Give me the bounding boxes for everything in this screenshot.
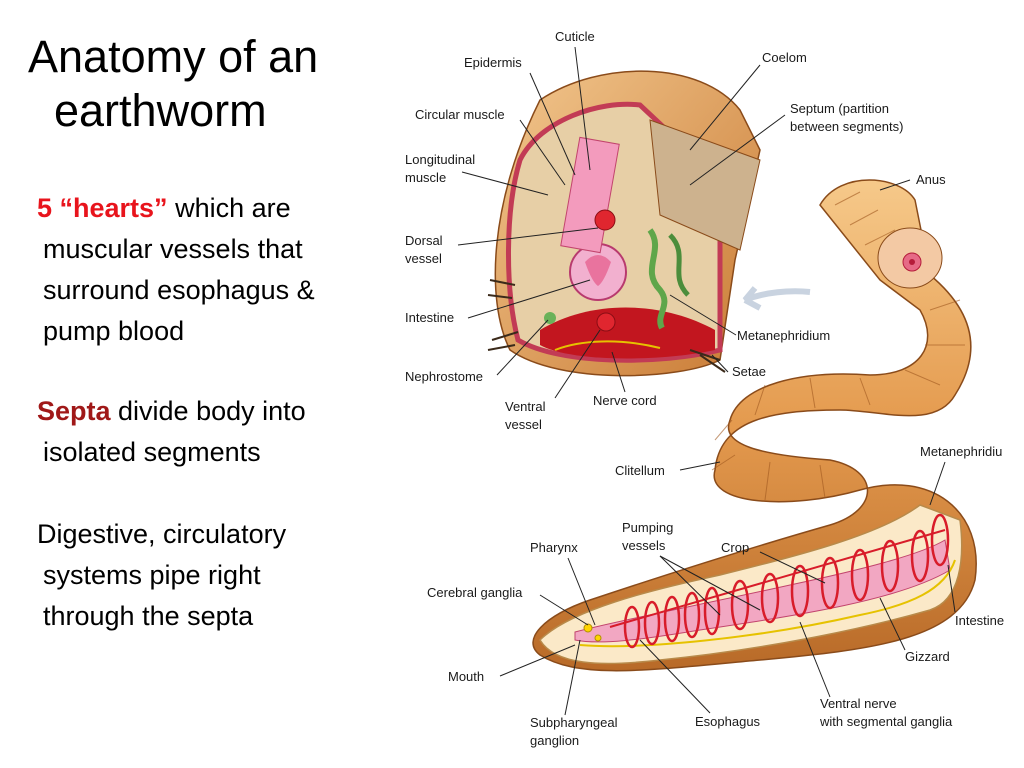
- label-intestine-bottom: Intestine: [955, 613, 1004, 628]
- septa-paragraph: Septa divide body into isolated segments: [37, 391, 397, 473]
- hearts-paragraph: 5 “hearts” which are muscular vessels th…: [37, 188, 397, 352]
- cross-section: [487, 70, 811, 377]
- label-nephrostome: Nephrostome: [405, 369, 483, 384]
- label-longitudinal-2: muscle: [405, 170, 446, 185]
- label-crop: Crop: [721, 540, 749, 555]
- label-septum-2: between segments): [790, 119, 903, 134]
- systems-paragraph: Digestive, circulatory systems pipe righ…: [37, 514, 397, 637]
- label-metanephridium-top: Metanephridium: [737, 328, 830, 343]
- label-gizzard: Gizzard: [905, 649, 950, 664]
- label-anus: Anus: [916, 172, 946, 187]
- label-dorsal-2: vessel: [405, 251, 442, 266]
- label-ventral-2: vessel: [505, 417, 542, 432]
- label-ventral-1: Ventral: [505, 399, 546, 414]
- worm-dissection: [539, 504, 963, 665]
- label-setae: Setae: [732, 364, 766, 379]
- septa-emphasis: Septa: [37, 396, 111, 426]
- label-clitellum: Clitellum: [615, 463, 665, 478]
- label-cuticle: Cuticle: [555, 29, 595, 44]
- label-pumping-1: Pumping: [622, 520, 673, 535]
- label-ventral-nerve-2: with segmental ganglia: [819, 714, 953, 729]
- leader-lines: [457, 46, 956, 716]
- label-mouth: Mouth: [448, 669, 484, 684]
- label-coelom: Coelom: [762, 50, 807, 65]
- hearts-emphasis: 5 “hearts”: [37, 193, 168, 223]
- label-intestine-top: Intestine: [405, 310, 454, 325]
- label-nerve-cord: Nerve cord: [593, 393, 657, 408]
- systems-line-1: Digestive, circulatory: [37, 519, 287, 549]
- septa-text: divide body into: [110, 396, 306, 426]
- hearts-line-4: pump blood: [43, 316, 185, 346]
- title-line-1: Anatomy of an: [28, 31, 319, 82]
- label-cerebral-ganglia: Cerebral ganglia: [427, 585, 523, 600]
- label-circular-muscle: Circular muscle: [415, 107, 505, 122]
- label-ventral-nerve-1: Ventral nerve: [820, 696, 897, 711]
- hearts-text: which are: [167, 193, 291, 223]
- systems-line-2: systems pipe right: [43, 560, 261, 590]
- label-pumping-2: vessels: [622, 538, 666, 553]
- label-subpharyngeal-1: Subpharyngeal: [530, 715, 618, 730]
- label-epidermis: Epidermis: [464, 55, 522, 70]
- diagram-labels: Cuticle Epidermis Coelom Circular muscle…: [405, 29, 1004, 748]
- label-longitudinal-1: Longitudinal: [405, 152, 475, 167]
- label-pharynx: Pharynx: [530, 540, 578, 555]
- label-septum-1: Septum (partition: [790, 101, 889, 116]
- label-esophagus: Esophagus: [695, 714, 761, 729]
- label-dorsal-1: Dorsal: [405, 233, 443, 248]
- label-subpharyngeal-2: ganglion: [530, 733, 579, 748]
- systems-line-3: through the septa: [43, 601, 254, 631]
- slide-title: Anatomy of an earthworm: [28, 30, 388, 138]
- label-metanephridium-right: Metanephridiu: [920, 444, 1002, 459]
- hearts-line-2: muscular vessels that: [43, 234, 303, 264]
- title-line-2: earthworm: [54, 85, 267, 136]
- hearts-line-3: surround esophagus &: [43, 275, 315, 305]
- septa-line-2: isolated segments: [43, 437, 261, 467]
